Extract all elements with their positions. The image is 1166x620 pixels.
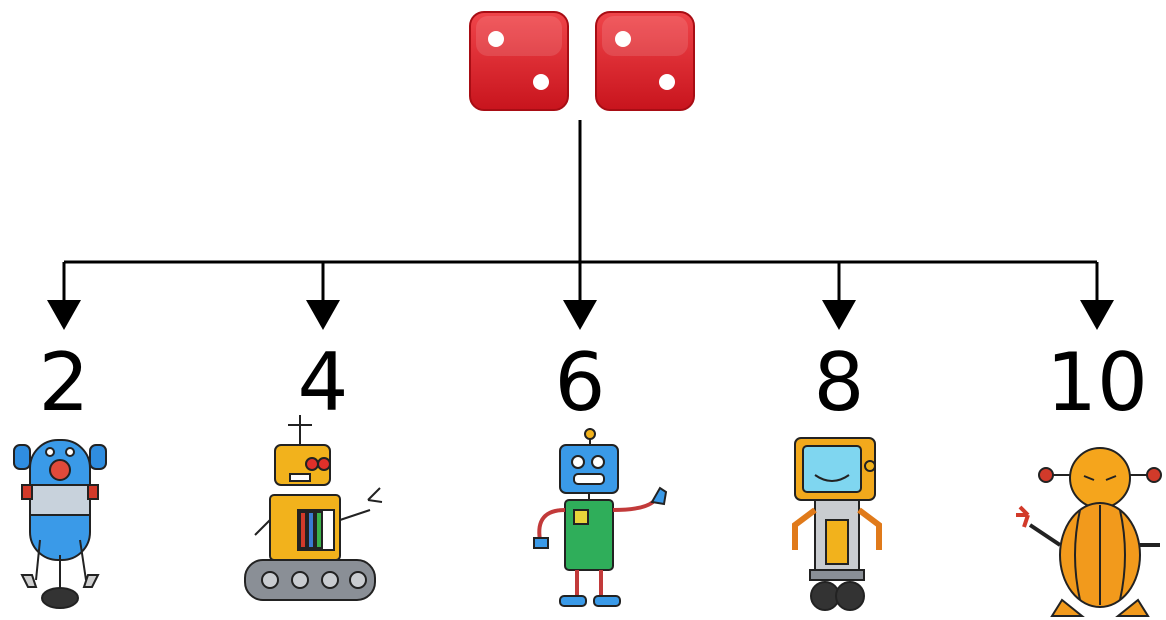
die-pip [615,31,631,47]
outcome-value: 2 [38,336,90,429]
green-waving-robot-icon [533,428,668,607]
arrow-head [1080,300,1114,330]
outcome-value: 6 [554,336,606,429]
die-pip [659,74,675,90]
outcome-value: 10 [1046,336,1148,429]
arrow-head [822,300,856,330]
die-pip [533,74,549,90]
arrowheads [47,300,1114,330]
outcome-value: 8 [813,336,865,429]
arrow-head [306,300,340,330]
die-right [595,11,695,111]
orange-egg-robot-icon [1016,447,1162,617]
arrow-head [563,300,597,330]
die-pip [488,31,504,47]
screen-face-robot-icon [792,437,882,611]
arrow-head [47,300,81,330]
die-left [469,11,569,111]
yellow-tank-robot-icon [244,415,383,601]
connector-tree [62,120,1099,302]
blue-capsule-robot-icon [13,439,107,609]
outcome-value: 4 [297,336,349,429]
